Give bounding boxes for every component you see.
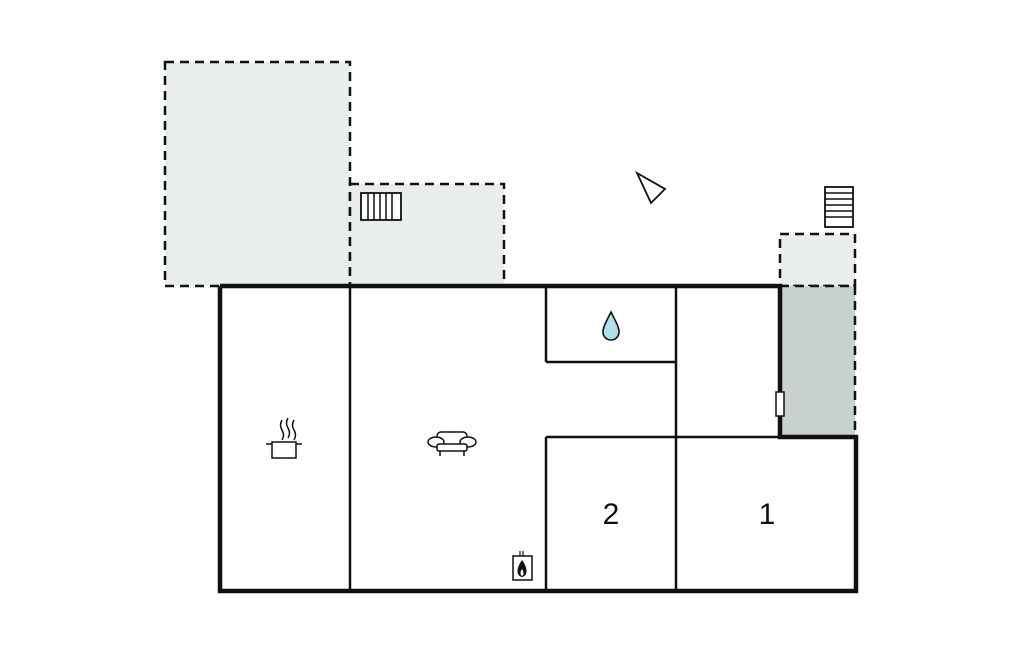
interior-walls xyxy=(348,286,780,591)
stairs-icon xyxy=(360,192,402,221)
door-icon xyxy=(775,391,785,417)
sofa-icon xyxy=(427,431,477,456)
cooking-pot-icon xyxy=(266,417,302,459)
exterior-wall xyxy=(217,283,859,594)
stairs-icon xyxy=(824,186,854,228)
fireplace-icon xyxy=(512,551,533,581)
terrace-small xyxy=(778,232,857,288)
room-label-1: 1 xyxy=(759,498,776,531)
covered-porch xyxy=(778,284,857,439)
water-drop-icon xyxy=(602,310,620,341)
terrace-large xyxy=(163,60,352,288)
north-arrow-icon xyxy=(634,170,667,205)
room-label-2: 2 xyxy=(603,498,620,531)
